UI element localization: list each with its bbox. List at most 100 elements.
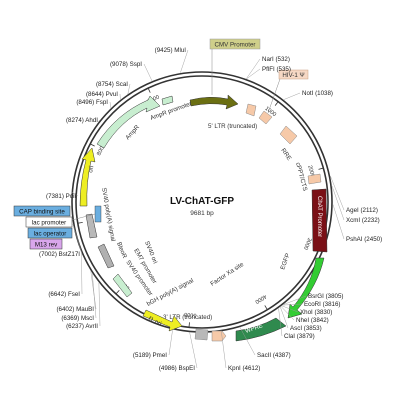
scale-tick-label: 4000: [254, 293, 268, 305]
site-position: (532): [275, 56, 289, 63]
site-position: (2232): [362, 217, 380, 224]
site-label-noti[interactable]: NotI (1038): [302, 90, 333, 97]
scale-tick: [188, 322, 190, 328]
site-label-mlui[interactable]: (9425) MluI: [155, 47, 187, 54]
site-name: FseI: [68, 291, 80, 298]
site-position: (6237): [66, 323, 84, 330]
site-name: PshAI: [346, 236, 363, 243]
site-label-bspei[interactable]: (4986) BspEI: [159, 365, 195, 372]
feature-ampr-promoter[interactable]: [161, 95, 174, 106]
feature-sv40-promoter[interactable]: [112, 273, 133, 298]
site-label-avrii[interactable]: (6237) AvrII: [66, 323, 98, 330]
cap-binding-site-box[interactable]: [13, 205, 71, 217]
lac-operator-box[interactable]: [27, 227, 73, 239]
site-leader-sspi: [143, 63, 153, 82]
site-label-bstz17i[interactable]: (7002) BstZ17I: [39, 251, 80, 258]
feature-label-chat-promoter: ChAT Promoter: [316, 196, 322, 237]
site-label-scai[interactable]: (8754) ScaI: [96, 81, 128, 88]
site-label-agei[interactable]: AgeI (2112): [346, 207, 378, 214]
feature-label-3ltr: 3' LTR (truncated): [163, 314, 212, 321]
feature-label-ampr: AmpR: [124, 123, 141, 141]
site-name: ClaI: [284, 333, 295, 340]
site-leader-fsei: [81, 253, 83, 295]
feature-bgh[interactable]: [194, 328, 209, 341]
feature-bleor[interactable]: [97, 243, 115, 269]
site-leader-asci: [280, 306, 289, 329]
site-label-nhei[interactable]: NheI (3842): [296, 317, 329, 324]
site-label-xhoi[interactable]: XhoI (3830): [300, 309, 332, 316]
site-label-asci[interactable]: AscI (3853): [290, 325, 322, 332]
feature-5ltr[interactable]: [245, 103, 257, 117]
site-label-msci[interactable]: (6369) MscI: [61, 315, 94, 322]
site-leader-agei: [330, 175, 345, 211]
scale-tick-label: 8000: [96, 143, 107, 157]
plasmid-name: LV-ChAT-GFP: [170, 196, 234, 207]
site-label-pshai[interactable]: PshAI (2450): [346, 236, 382, 243]
site-label-maubi[interactable]: (6402) MauBI: [56, 306, 94, 313]
leader-side-boxes: [71, 213, 96, 221]
site-label-clai[interactable]: ClaI (3879): [284, 333, 315, 340]
site-name: MluI: [174, 47, 186, 54]
site-label-sacii[interactable]: SacII (4387): [257, 352, 291, 359]
feature-chat-promoter[interactable]: [311, 188, 328, 253]
site-position: (6369): [61, 315, 79, 322]
feature-label-hiv1-psi: HIV-1 Ψ: [282, 72, 304, 79]
feature-hiv-tag[interactable]: [278, 69, 309, 80]
m13-rev-box[interactable]: [29, 238, 63, 250]
site-name: MauBI: [76, 306, 94, 313]
site-position: (3853): [304, 325, 322, 332]
site-position: (3805): [326, 293, 344, 300]
site-name: AvrII: [85, 323, 98, 330]
site-label-ecori[interactable]: EcoRI (3816): [304, 301, 340, 308]
feature-label-cmv-promoter: CMV Promoter: [215, 42, 256, 49]
feature-rre[interactable]: [279, 125, 298, 145]
site-name: FspI: [96, 99, 108, 106]
cap-binding-site-label: CAP binding site: [19, 209, 65, 216]
side-box-group: CAP binding site lac promoter lac operat…: [13, 205, 96, 250]
site-label-bsrgi[interactable]: BsrGI (3805): [308, 293, 343, 300]
site-position: (535): [276, 66, 290, 73]
site-label-pflfi[interactable]: PflFI (535): [262, 66, 291, 73]
scale-tick: [115, 290, 120, 295]
site-label-nari[interactable]: NarI (532): [262, 56, 290, 63]
site-leader-pmei: [168, 329, 173, 356]
site-label-xcmi[interactable]: XcmI (2232): [346, 217, 380, 224]
feature-wpre[interactable]: [235, 317, 287, 342]
leader-hiv: [267, 78, 281, 114]
feature-ori[interactable]: [79, 147, 96, 207]
feature-label-ori: ori: [87, 165, 95, 173]
site-position: (6642): [48, 291, 66, 298]
site-label-kpni[interactable]: KpnI (4612): [228, 365, 260, 372]
site-leader-avrii: [98, 282, 101, 327]
site-leader-scai: [127, 83, 131, 95]
lac-promoter-box[interactable]: [25, 216, 73, 228]
site-position: (7002): [39, 251, 57, 258]
feature-cmv-promoter-tag[interactable]: [209, 38, 261, 50]
site-label-fspi[interactable]: (8496) FspI: [76, 99, 108, 106]
feature-sv40-polya[interactable]: [85, 213, 98, 239]
feature-ampr[interactable]: [96, 95, 161, 149]
feature-hiv1-psi[interactable]: [258, 110, 273, 125]
site-position: (8754): [96, 81, 114, 88]
site-label-pvui[interactable]: (8644) PvuI: [86, 91, 118, 98]
site-label-pcii[interactable]: (7381) PciI: [46, 193, 76, 200]
site-name: EcoRI: [304, 301, 321, 308]
scale-tick-label: 5000: [184, 311, 197, 318]
feature-cmv-promoter[interactable]: [189, 94, 239, 110]
site-position: (3830): [314, 309, 332, 316]
site-leader-nhei: [280, 306, 295, 321]
restriction-sites: (9425) MluI (9078) SspI (8754) ScaI (8644) …: [39, 47, 382, 372]
site-label-pmei[interactable]: (5189) PmeI: [133, 352, 167, 359]
site-label-ahdi[interactable]: (8274) AhdI: [66, 117, 98, 124]
feature-3ltr[interactable]: [211, 330, 227, 342]
site-leader-bspei: [189, 332, 198, 369]
feature-egfp[interactable]: [287, 257, 325, 319]
feature-f1-ori[interactable]: [142, 309, 183, 332]
site-label-sspi[interactable]: (9078) SspI: [110, 61, 142, 68]
feature-cppt[interactable]: [307, 173, 322, 185]
site-leader-ecori: [282, 303, 303, 306]
site-name: BsrGI: [308, 293, 324, 300]
site-name: PciI: [66, 193, 77, 200]
site-label-fsei[interactable]: (6642) FseI: [48, 291, 80, 298]
